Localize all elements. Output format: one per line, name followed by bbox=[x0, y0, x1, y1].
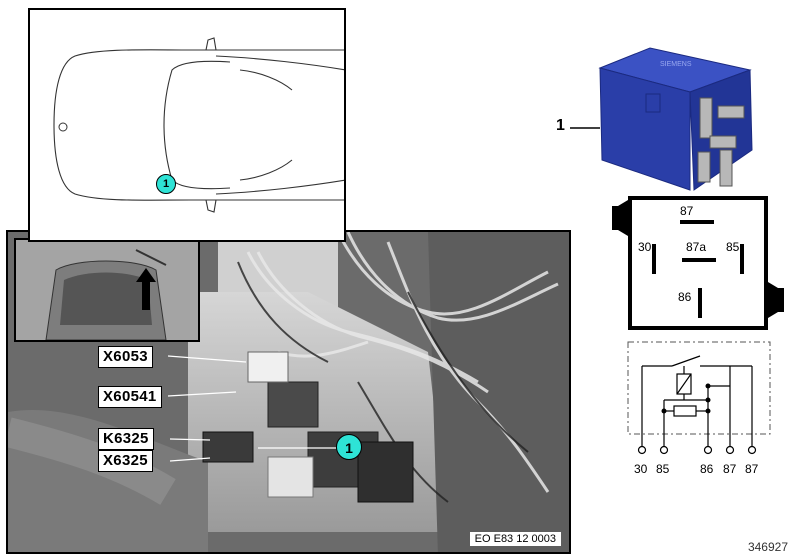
relay-schematic bbox=[627, 341, 771, 455]
pin-label-85: 85 bbox=[726, 240, 740, 254]
pin-30 bbox=[652, 244, 656, 274]
inset-car-drawing bbox=[16, 240, 198, 340]
car-callout-1: 1 bbox=[156, 174, 176, 194]
arrow-up-icon bbox=[136, 268, 156, 310]
relay-pin-layout: 87 30 87a 85 86 bbox=[628, 196, 768, 330]
label-x60541: X60541 bbox=[98, 386, 162, 408]
pin-86 bbox=[698, 288, 702, 318]
engine-bay-drawing bbox=[8, 232, 569, 552]
pin-87a bbox=[682, 258, 716, 262]
relay-tab-right-icon bbox=[768, 282, 784, 318]
item-number: 1 bbox=[556, 117, 565, 134]
pin-85 bbox=[740, 244, 744, 274]
pin-87 bbox=[680, 220, 714, 224]
relay-tab-left-icon bbox=[612, 200, 628, 236]
label-x6325: X6325 bbox=[98, 450, 153, 472]
pin-label-86: 86 bbox=[678, 290, 692, 304]
document-number: 346927 bbox=[747, 540, 788, 554]
car-location-diagram: 1 bbox=[28, 8, 347, 242]
inset-engine-view bbox=[14, 238, 200, 342]
terminal-87-b: 87 bbox=[745, 462, 759, 476]
pin-label-87a: 87a bbox=[686, 240, 707, 254]
terminal-87-a: 87 bbox=[723, 462, 737, 476]
terminal-85: 85 bbox=[656, 462, 670, 476]
label-k6325: K6325 bbox=[98, 428, 154, 450]
terminal-86: 86 bbox=[700, 462, 714, 476]
engine-bay-photo: X6053 X60541 K6325 X6325 1 EO E83 12 000… bbox=[6, 230, 571, 554]
terminal-30: 30 bbox=[634, 462, 648, 476]
car-outline bbox=[53, 37, 347, 213]
label-x6053: X6053 bbox=[98, 346, 153, 368]
pin-label-87: 87 bbox=[680, 204, 694, 218]
relay-part-image: SIEMENS bbox=[570, 47, 753, 191]
photo-callout-1: 1 bbox=[336, 434, 362, 460]
pin-label-30: 30 bbox=[638, 240, 652, 254]
photo-caption: EO E83 12 0003 bbox=[469, 532, 561, 546]
svg-text:SIEMENS: SIEMENS bbox=[660, 61, 692, 68]
